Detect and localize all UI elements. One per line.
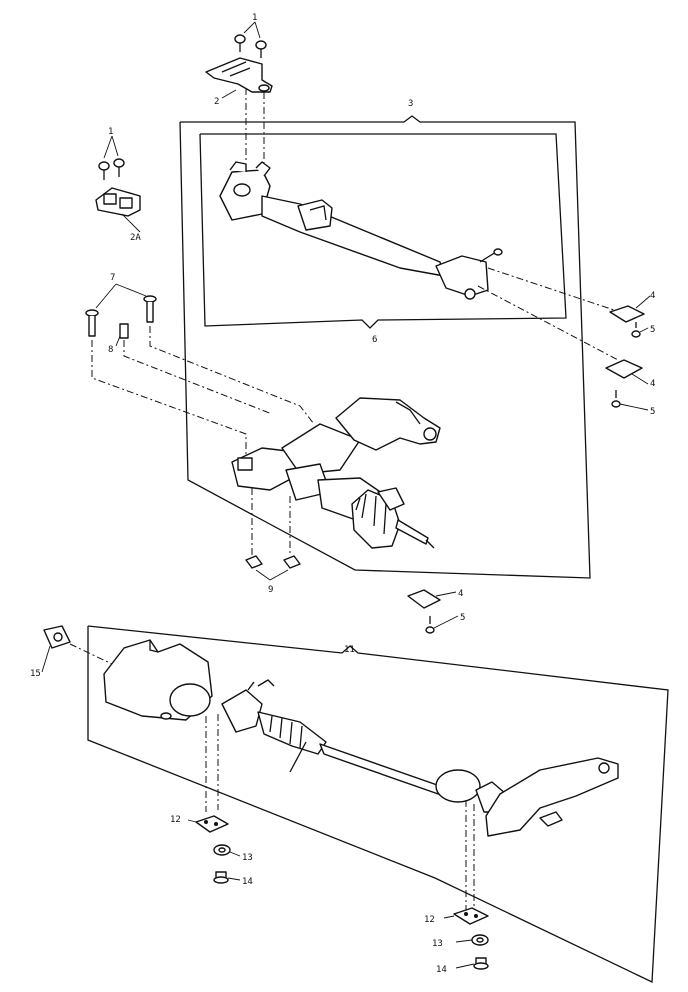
callout-12-right: 12 xyxy=(424,915,435,925)
callout-15: 15 xyxy=(30,669,41,679)
central-shaft-assembly xyxy=(231,397,441,549)
clip-4-mid xyxy=(605,359,643,379)
callout-3: 3 xyxy=(408,99,413,109)
callout-2a: 2A xyxy=(130,233,141,243)
screw-1-top-a xyxy=(234,34,246,52)
bracket-2a xyxy=(95,187,141,217)
callout-6: 6 xyxy=(372,335,377,345)
callout-8: 8 xyxy=(108,345,113,355)
callout-4-upper: 4 xyxy=(650,291,655,301)
bracket-15 xyxy=(43,625,71,649)
screw-14-left xyxy=(213,871,229,884)
clip-4-lower xyxy=(407,589,441,609)
callout-5-mid: 5 xyxy=(650,407,655,417)
screw-14-right xyxy=(473,957,489,970)
clip-4-upper xyxy=(609,305,645,323)
stud-7-left xyxy=(85,309,99,337)
nut-9-right xyxy=(283,555,301,569)
washer-13-right xyxy=(471,934,489,946)
callout-4-low: 4 xyxy=(458,589,463,599)
callout-14-right: 14 xyxy=(436,965,447,975)
callout-1-top: 1 xyxy=(252,13,257,23)
lower-shaft-assembly xyxy=(103,639,619,837)
assembly-frame-6 xyxy=(199,133,567,329)
callout-11: 11 xyxy=(344,645,355,655)
screw-1-top-b xyxy=(255,40,267,58)
assembly-frame-3 xyxy=(179,115,591,579)
callout-13-right: 13 xyxy=(432,939,443,949)
callout-1-left: 1 xyxy=(108,127,113,137)
washer-13-left xyxy=(213,844,231,856)
assembly-frame-11 xyxy=(87,625,669,984)
screw-5-upper xyxy=(631,322,641,338)
plate-12-right xyxy=(453,907,489,925)
bracket-2 xyxy=(205,57,273,93)
screw-1-left-b xyxy=(113,158,125,177)
screw-5-lower xyxy=(425,616,435,634)
callout-5-low: 5 xyxy=(460,613,465,623)
callout-5-upper: 5 xyxy=(650,325,655,335)
stud-7-right xyxy=(143,295,157,323)
callout-7: 7 xyxy=(110,273,115,283)
nut-9-left xyxy=(245,555,263,569)
callout-12-left: 12 xyxy=(170,815,181,825)
plate-12-left xyxy=(195,815,229,833)
callout-4-mid: 4 xyxy=(650,379,655,389)
callout-14-left: 14 xyxy=(242,877,253,887)
pin-8 xyxy=(119,323,129,339)
callout-2: 2 xyxy=(214,97,219,107)
callout-9: 9 xyxy=(268,585,273,595)
screw-5-mid xyxy=(611,390,621,408)
screw-1-left-a xyxy=(98,161,110,180)
upper-shaft-assembly xyxy=(219,161,503,300)
callout-13-left: 13 xyxy=(242,853,253,863)
